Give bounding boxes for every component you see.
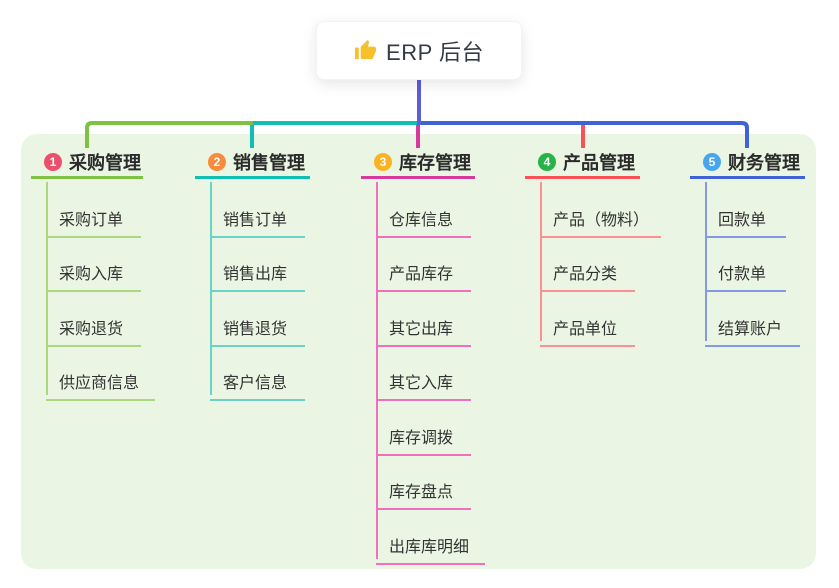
child-node[interactable]: 结算账户 (705, 309, 800, 347)
child-node[interactable]: 产品（物料） (540, 200, 661, 238)
child-node[interactable]: 其它入库 (376, 363, 471, 401)
child-node[interactable]: 销售退货 (210, 309, 305, 347)
branch-label: 库存管理 (399, 153, 471, 173)
child-node[interactable]: 客户信息 (210, 363, 305, 401)
branch-number-badge: 1 (44, 153, 62, 171)
branch-children-connector (376, 182, 378, 559)
branch-node-purchase[interactable]: 1 采购管理 (31, 148, 143, 179)
child-node[interactable]: 销售订单 (210, 200, 305, 238)
branch-number-badge: 2 (208, 153, 226, 171)
branch-children-connector (210, 182, 212, 395)
branch-label: 财务管理 (728, 153, 800, 173)
child-node[interactable]: 产品分类 (540, 254, 635, 292)
branch-node-product[interactable]: 4 产品管理 (525, 148, 640, 179)
child-node[interactable]: 库存调拨 (376, 418, 471, 456)
child-node[interactable]: 产品单位 (540, 309, 635, 347)
thumbs-up-icon (354, 39, 377, 62)
branch-label: 销售管理 (233, 153, 305, 173)
child-node[interactable]: 产品库存 (376, 254, 471, 292)
branch-label: 产品管理 (563, 153, 635, 173)
branch-number-badge: 3 (374, 153, 392, 171)
branch-node-sales[interactable]: 2 销售管理 (195, 148, 310, 179)
branch-label: 采购管理 (69, 153, 141, 173)
child-node[interactable]: 库存盘点 (376, 472, 471, 510)
branch-node-finance[interactable]: 5 财务管理 (690, 148, 805, 179)
root-node-label: ERP 后台 (386, 39, 484, 65)
child-node[interactable]: 其它出库 (376, 309, 471, 347)
child-node[interactable]: 供应商信息 (46, 363, 155, 401)
mindmap-background-panel (21, 134, 816, 569)
root-node-erp[interactable]: ERP 后台 (316, 21, 522, 80)
branch-children-connector (540, 182, 542, 341)
child-node[interactable]: 付款单 (705, 254, 786, 292)
branch-number-badge: 5 (703, 153, 721, 171)
branch-children-connector (46, 182, 48, 395)
child-node[interactable]: 采购退货 (46, 309, 141, 347)
branch-node-inventory[interactable]: 3 库存管理 (361, 148, 475, 179)
child-node[interactable]: 销售出库 (210, 254, 305, 292)
child-node[interactable]: 采购订单 (46, 200, 141, 238)
branch-children-connector (705, 182, 707, 341)
child-node[interactable]: 出库库明细 (376, 527, 485, 565)
child-node[interactable]: 采购入库 (46, 254, 141, 292)
child-node[interactable]: 回款单 (705, 200, 786, 238)
child-node[interactable]: 仓库信息 (376, 200, 471, 238)
branch-number-badge: 4 (538, 153, 556, 171)
